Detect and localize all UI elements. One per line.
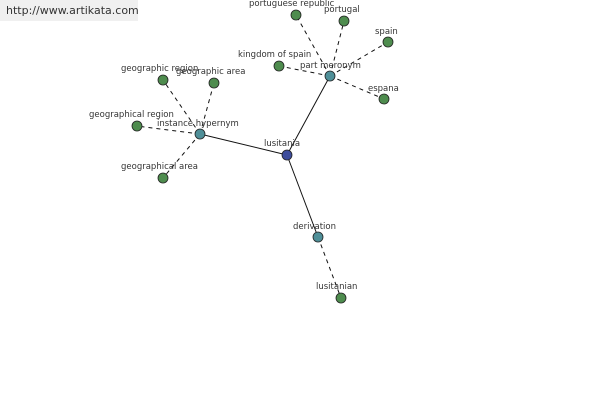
- node-label-instance-hypernym[interactable]: instance hypernym: [157, 119, 239, 129]
- node-label-geographical-region[interactable]: geographical region: [89, 110, 174, 120]
- edge-instance-hypernym-geographical-region: [136, 125, 201, 135]
- node-lusitania[interactable]: [281, 149, 293, 161]
- edge-part-meronym-portugal: [329, 20, 345, 77]
- node-geographic-area[interactable]: [208, 77, 220, 89]
- node-label-lusitanian[interactable]: lusitanian: [316, 282, 357, 292]
- node-lusitanian[interactable]: [335, 292, 347, 304]
- node-derivation[interactable]: [312, 231, 324, 243]
- node-instance-hypernym[interactable]: [194, 128, 206, 140]
- node-label-geographical-area[interactable]: geographical area: [121, 162, 198, 172]
- edge-lusitania-instance-hypernym: [199, 133, 288, 156]
- node-portuguese-republic[interactable]: [290, 9, 302, 21]
- node-portugal[interactable]: [338, 15, 350, 27]
- node-label-part-meronym[interactable]: part meronym: [300, 61, 361, 71]
- edge-part-meronym-kingdom-of-spain: [278, 65, 331, 77]
- node-label-kingdom-of-spain[interactable]: kingdom of spain: [238, 50, 311, 60]
- node-label-derivation[interactable]: derivation: [293, 222, 336, 232]
- node-label-espana[interactable]: espana: [368, 84, 399, 94]
- edge-part-meronym-espana: [329, 75, 385, 100]
- node-kingdom-of-spain[interactable]: [273, 60, 285, 72]
- edge-instance-hypernym-geographic-area: [199, 82, 215, 135]
- node-label-portuguese-republic[interactable]: portuguese republic: [249, 0, 335, 9]
- node-geographical-region[interactable]: [131, 120, 143, 132]
- edge-lusitania-part-meronym: [286, 75, 331, 156]
- edge-part-meronym-spain: [329, 41, 389, 77]
- node-label-spain[interactable]: spain: [375, 27, 398, 37]
- edge-part-meronym-portuguese-republic: [295, 14, 331, 77]
- node-geographic-region[interactable]: [157, 74, 169, 86]
- edge-instance-hypernym-geographical-area: [162, 133, 201, 179]
- edge-derivation-lusitanian: [317, 236, 342, 299]
- edge-lusitania-derivation: [286, 154, 319, 238]
- node-espana[interactable]: [378, 93, 390, 105]
- node-label-geographic-area[interactable]: geographic area: [176, 67, 245, 77]
- site-url-banner[interactable]: http://www.artikata.com: [0, 0, 139, 21]
- node-part-meronym[interactable]: [324, 70, 336, 82]
- node-label-portugal[interactable]: portugal: [324, 5, 360, 15]
- node-label-lusitania[interactable]: lusitania: [264, 139, 300, 149]
- edge-instance-hypernym-geographic-region: [162, 79, 201, 135]
- node-spain[interactable]: [382, 36, 394, 48]
- node-geographical-area[interactable]: [157, 172, 169, 184]
- node-label-geographic-region[interactable]: geographic region: [121, 64, 198, 74]
